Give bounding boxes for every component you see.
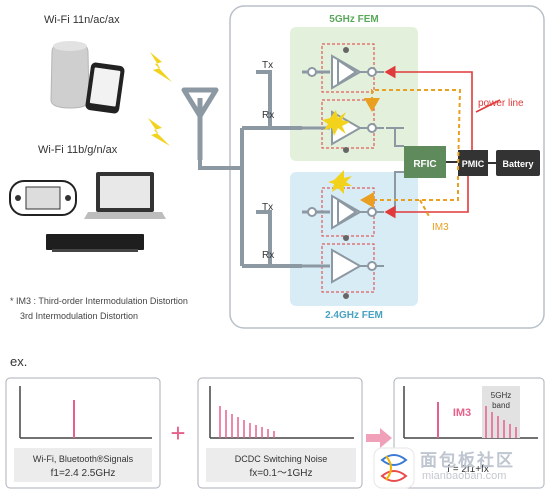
- spectrum-example-panels: Wi-Fi, Bluetooth®Signals f1=2.4 2.5GHz +…: [5, 377, 545, 489]
- battery-block: [496, 150, 540, 176]
- footnote-line-1: * IM3 : Third-order Intermodulation Dist…: [10, 296, 188, 306]
- set-top-box-icon: [46, 234, 144, 252]
- result-arrow-icon: [366, 428, 392, 448]
- im3-label: IM3: [432, 222, 449, 233]
- pmic-block: [458, 150, 488, 176]
- panel-1-caption: Wi-Fi, Bluetooth®Signals: [33, 454, 134, 464]
- switching-noise-lines: [219, 406, 275, 438]
- fem-5ghz-tx-label: Tx: [262, 60, 273, 71]
- power-line-path: [384, 65, 501, 219]
- fem-block-diagram: RFIC PMIC Battery 5GHz FEM 2.4GHz FEM Tx…: [9, 5, 545, 329]
- game-console-icon: [9, 180, 77, 216]
- 5ghz-band-label-2: band: [492, 401, 510, 410]
- rfic-label: RFIC: [413, 159, 436, 170]
- im3-spur-lines: [485, 406, 517, 438]
- panel-1-caption-box: [14, 448, 152, 482]
- fem-5ghz-amplifiers: [302, 43, 384, 153]
- wifi-11ax-label: Wi-Fi 11n/ac/ax: [44, 14, 120, 26]
- watermark: 面包板社区 mianbaoban.com: [372, 444, 544, 492]
- antenna-icon: [181, 87, 219, 160]
- fem-24ghz-amplifiers: [302, 187, 384, 299]
- watermark-url: mianbaoban.com: [422, 470, 507, 482]
- footnote-line-2: 3rd Intermodulation Distortion: [20, 311, 139, 321]
- fem-5ghz-box: [290, 27, 418, 161]
- panel-3-formula: f = 2f1+fx: [447, 464, 489, 475]
- laptop-icon: [84, 172, 166, 219]
- fem-24ghz-tx-label: Tx: [262, 202, 273, 213]
- im3-footnote: * IM3 : Third-order Intermodulation Dist…: [10, 294, 188, 324]
- battery-label: Battery: [502, 159, 533, 169]
- 5ghz-band-label-1: 5GHz: [491, 391, 511, 400]
- panel-3-im3-label: IM3: [453, 407, 471, 419]
- example-label: ex.: [10, 354, 28, 369]
- watermark-cn: 面包板社区: [420, 451, 515, 470]
- plus-sign: +: [170, 418, 185, 448]
- rfic-block: [404, 146, 446, 178]
- smart-speaker-icon: [50, 41, 90, 109]
- fem-5ghz-title: 5GHz FEM: [329, 14, 378, 25]
- fem-5ghz-rx-label: Rx: [262, 110, 274, 121]
- panel-1-formula: f1=2.4 2.5GHz: [51, 468, 116, 479]
- im3-path: [360, 89, 462, 219]
- fem-24ghz-box: [290, 172, 418, 306]
- fem-24ghz-title: 2.4GHz FEM: [325, 310, 383, 321]
- interference-burst-icon: [322, 110, 352, 194]
- watermark-logo-icon: [373, 447, 415, 489]
- smartphone-icon: [85, 62, 125, 114]
- 5ghz-band-region: [482, 386, 520, 438]
- pmic-label: PMIC: [462, 159, 485, 169]
- panel-2-caption: DCDC Switching Noise: [235, 454, 328, 464]
- panel-2-caption-box: [206, 448, 356, 482]
- wireless-bolt-icon: [148, 52, 172, 146]
- wifi-11bgn-label: Wi-Fi 11b/g/n/ax: [38, 144, 118, 156]
- power-line-label: power line: [478, 98, 524, 109]
- antenna-feed-lines: [198, 70, 302, 268]
- panel-2-formula: fx=0.1～1GHz: [249, 468, 312, 479]
- fem-24ghz-rx-label: Rx: [262, 250, 274, 261]
